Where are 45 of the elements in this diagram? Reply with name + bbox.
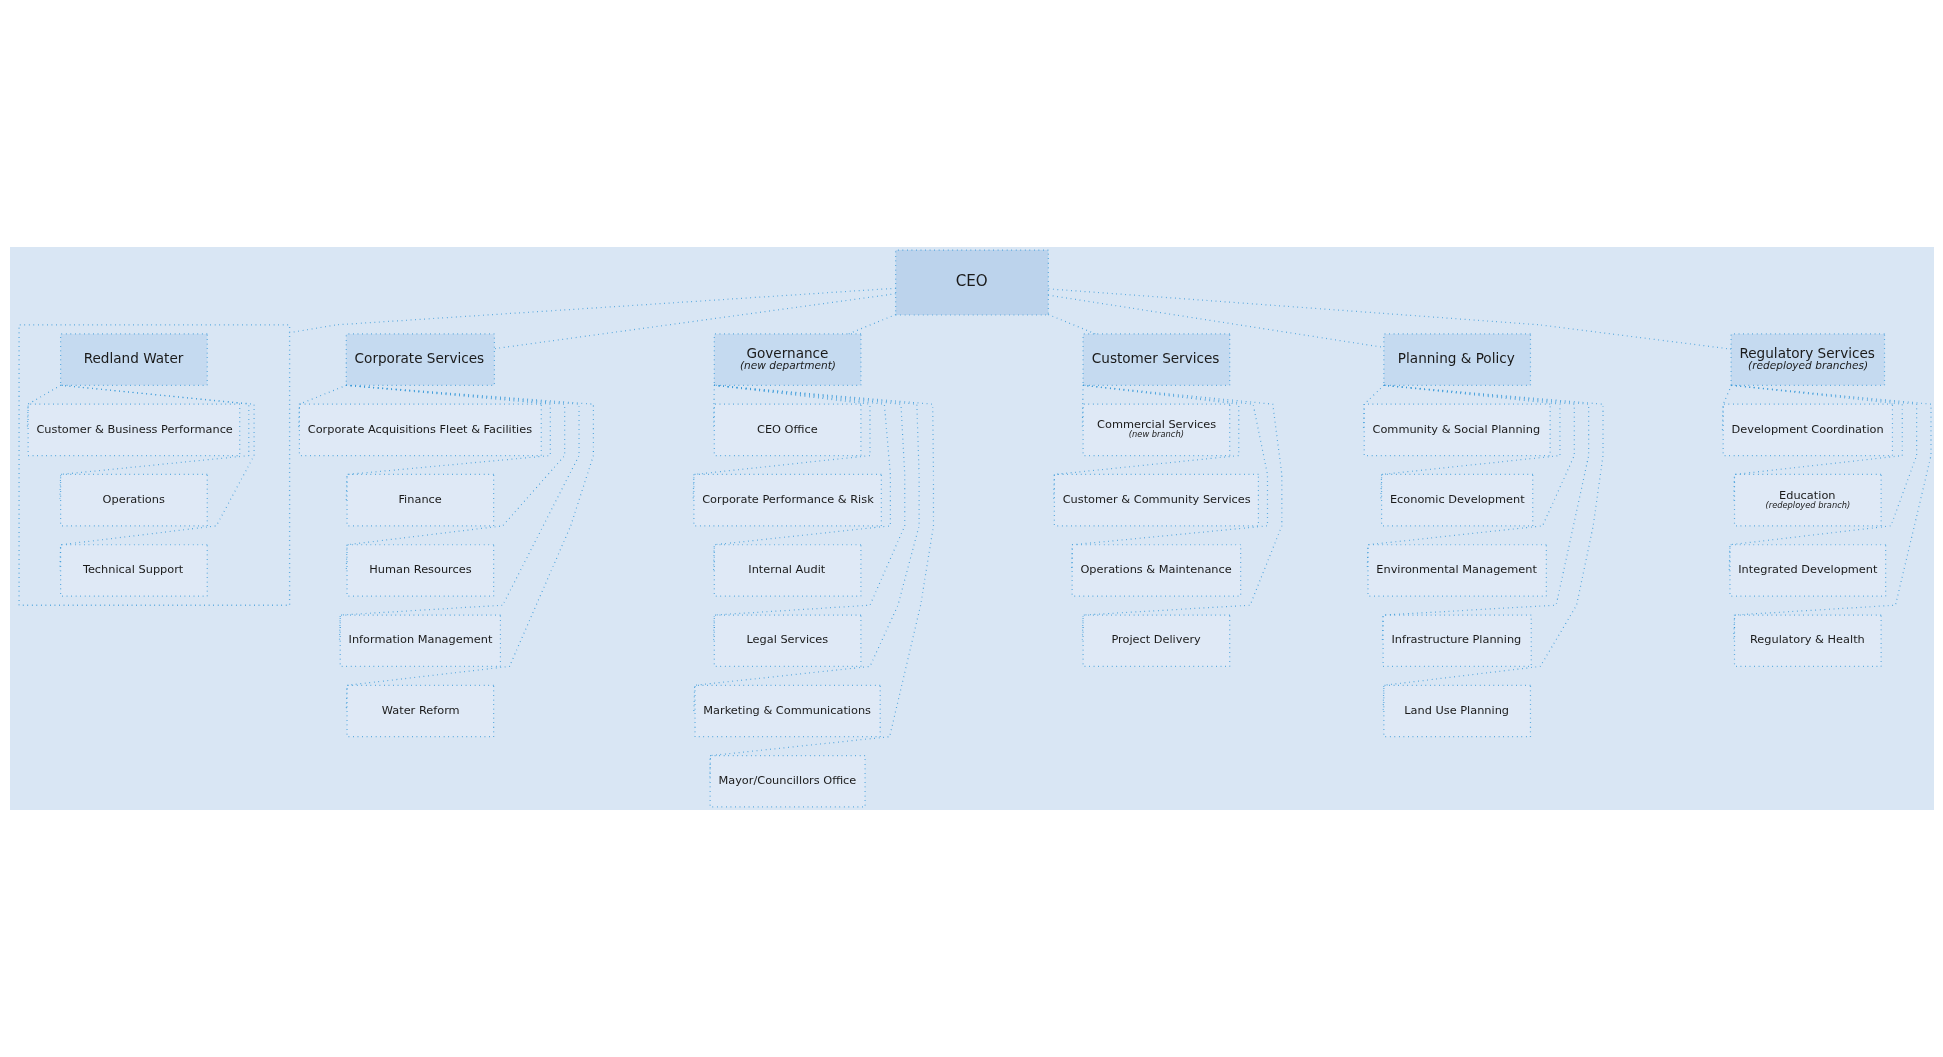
node-box: Corporate Performance & Risk [692, 473, 882, 527]
node-box: Regulatory & Health [1733, 614, 1882, 668]
connector [493, 293, 896, 350]
node-box: Land Use Planning [1382, 684, 1531, 738]
node-box: Information Management [339, 614, 501, 668]
node-box: Planning & Policy [1382, 333, 1531, 386]
connector [1047, 294, 1384, 349]
connector [1047, 288, 1732, 350]
node-box: Technical Support [59, 544, 208, 597]
node-box: Infrastructure Planning [1382, 614, 1532, 668]
node-box: CEO [894, 249, 1049, 316]
node-box: CEO Office [713, 403, 861, 457]
node-box: Legal Services [713, 614, 861, 668]
node-box: Commercial Services (new branch) [1082, 403, 1230, 457]
connector [345, 384, 594, 712]
connector [847, 313, 896, 335]
node-box: Customer & Community Services [1053, 473, 1259, 527]
node-box: Mayor/Councillors Office [709, 755, 866, 808]
node-box: Human Resources [345, 544, 494, 597]
node-box: Community & Social Planning [1363, 403, 1551, 457]
node-box: Economic Development [1380, 473, 1533, 527]
connector [288, 287, 896, 334]
node-box: Corporate Acquisitions Fleet & Facilities [298, 403, 542, 457]
node-box: Customer Services [1082, 333, 1230, 386]
node-box: Integrated Development [1728, 544, 1886, 597]
node-box: Development Coordination [1722, 403, 1893, 457]
node-box: Finance [345, 473, 494, 527]
connector [1081, 384, 1282, 642]
node-box: Regulatory Services (redeployed branches) [1730, 333, 1885, 386]
node-box: Environmental Management [1366, 544, 1547, 597]
connector [1047, 313, 1096, 335]
node-box: Corporate Services [345, 333, 495, 386]
node-box: Redland Water [59, 333, 208, 386]
node-box: Education (redeployed branch) [1733, 473, 1882, 527]
cluster [17, 324, 290, 606]
node-box: Marketing & Communications [693, 684, 881, 738]
node-box: Customer & Business Performance [27, 403, 240, 457]
node-box: Project Delivery [1082, 614, 1230, 668]
node-box: Operations [59, 473, 208, 527]
connector [1379, 384, 1561, 501]
node-box: Water Reform [345, 684, 494, 738]
node-box: Internal Audit [713, 544, 861, 597]
node-box: Operations & Maintenance [1071, 544, 1241, 597]
node-box: Governance (new department) [713, 333, 861, 386]
connector [1381, 384, 1589, 642]
